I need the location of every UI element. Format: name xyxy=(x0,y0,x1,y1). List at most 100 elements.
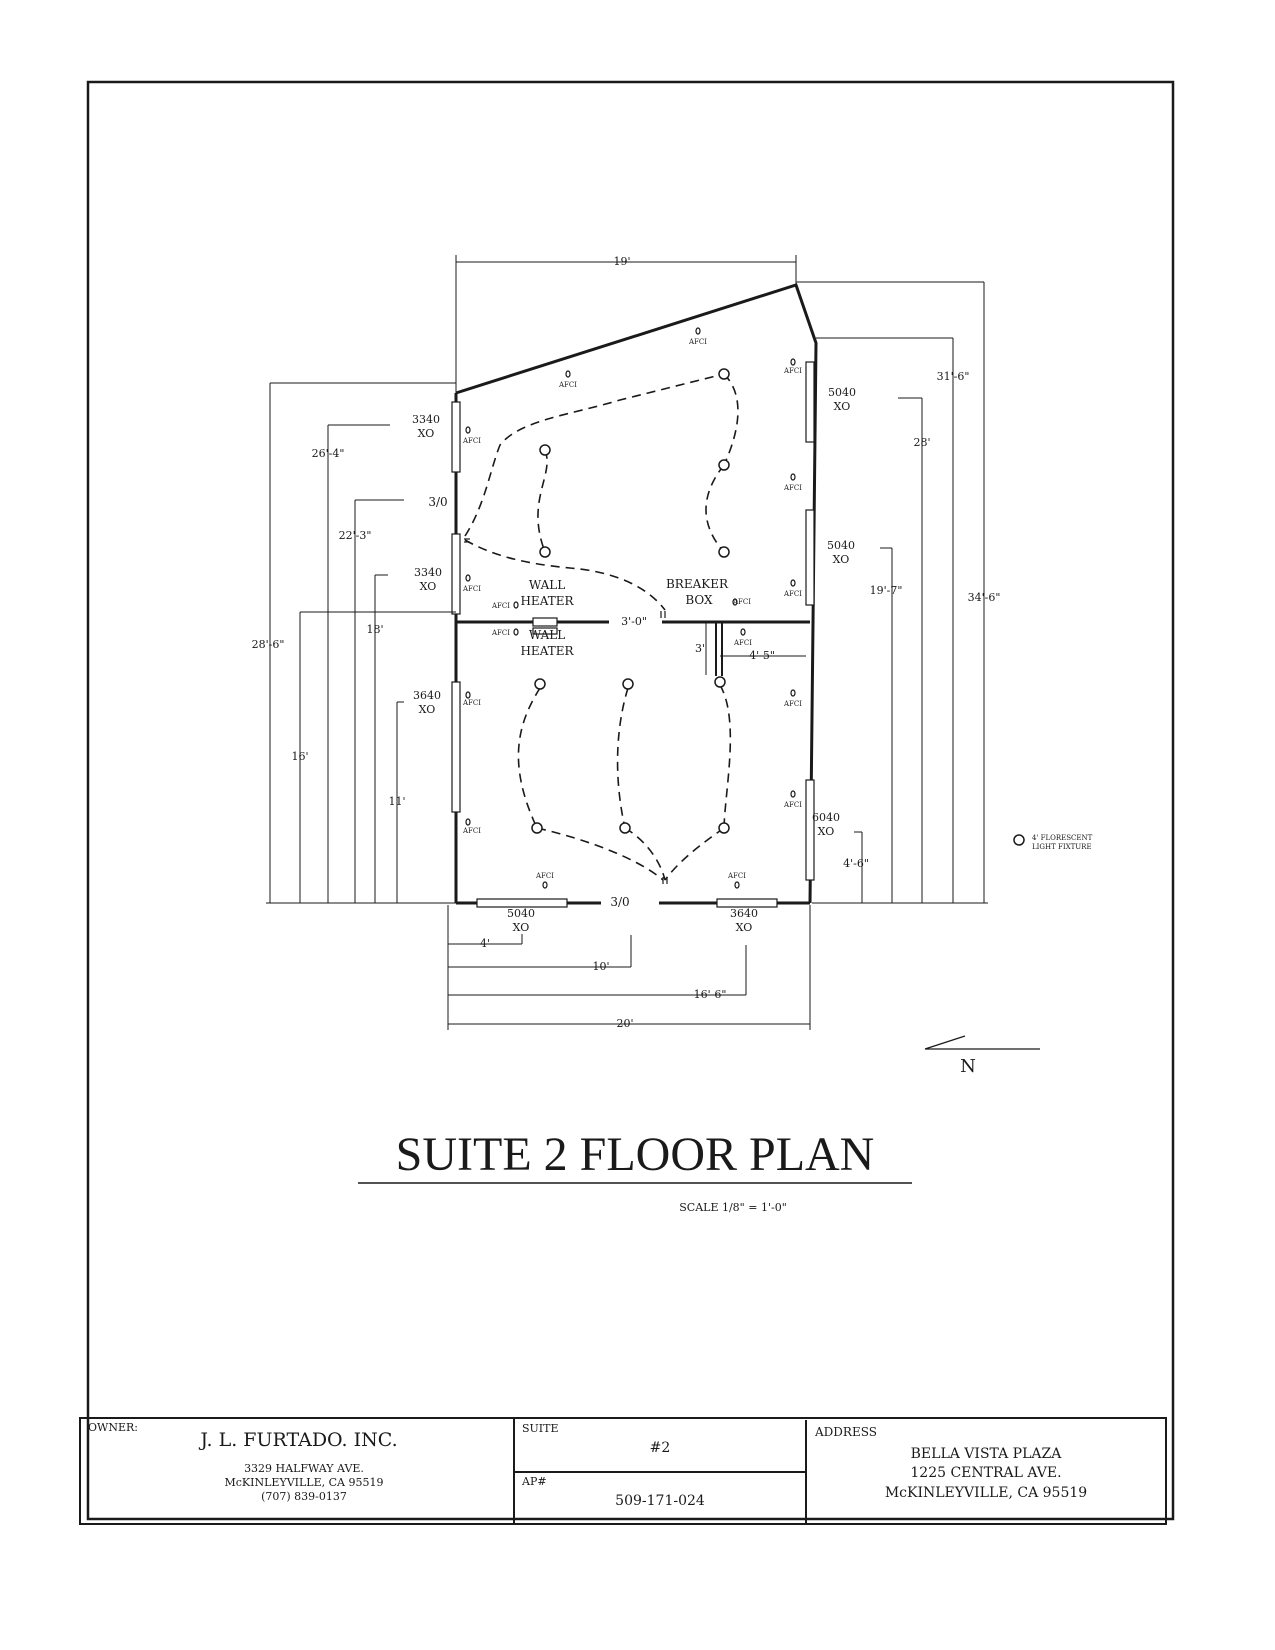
ap-value: 509-171-024 xyxy=(615,1493,705,1509)
address-label: ADDRESS xyxy=(814,1425,877,1439)
light-fixture xyxy=(539,444,551,456)
equipment-labels: WALL HEATER WALL HEATER BREAKER BOX xyxy=(520,577,729,658)
address-line-1: BELLA VISTA PLAZA xyxy=(911,1446,1063,1462)
dim-4-5: 4'-5" xyxy=(749,649,775,662)
wall-heater-label-bottom-2: HEATER xyxy=(520,644,574,658)
window-type: XO xyxy=(419,703,436,716)
window-markers xyxy=(451,361,815,908)
dimension-lines xyxy=(266,255,988,1030)
window-type: XO xyxy=(420,580,437,593)
owner-address-2: McKINLEYVILLE, CA 95519 xyxy=(225,1476,384,1489)
afci-label: AFCI xyxy=(783,484,802,492)
window-type: XO xyxy=(418,427,435,440)
dim-16-6: 16'-6" xyxy=(694,988,727,1001)
dimension-labels: 19' 20' 16'-6" 10' 4' 31'-6" 28' 34'-6" … xyxy=(252,255,1001,1030)
afci-label: AFCI xyxy=(783,700,802,708)
window-label: 6040 xyxy=(812,811,840,824)
switch-marks xyxy=(464,538,668,884)
wall-heater-label-top-2: HEATER xyxy=(520,594,574,608)
light-fixture xyxy=(534,678,546,690)
legend-light-icon xyxy=(1013,834,1025,846)
owner-name: J. L. FURTADO. INC. xyxy=(198,1429,397,1451)
dim-16: 16' xyxy=(291,750,308,763)
dim-31-6: 31'-6" xyxy=(937,370,970,383)
breaker-box-label: BREAKER xyxy=(666,577,729,591)
afci-label: AFCI xyxy=(462,699,481,707)
wall-heater-label-bottom: WALL xyxy=(529,628,565,642)
lighting-circuit xyxy=(464,373,739,881)
owner-phone: (707) 839-0137 xyxy=(261,1490,347,1503)
light-fixture xyxy=(718,546,730,558)
afci-label: AFCI xyxy=(462,827,481,835)
dim-22-3: 22'-3" xyxy=(339,529,372,542)
window-label: 3340 xyxy=(412,413,440,426)
wall-heater-label-top: WALL xyxy=(529,578,565,592)
afci-label: AFCI xyxy=(558,381,577,389)
dim-10: 10' xyxy=(592,960,609,973)
suite-label: SUITE xyxy=(522,1422,559,1435)
door-labels: 3/0 3/0 xyxy=(428,495,629,909)
building-walls xyxy=(454,283,818,905)
afci-label: AFCI xyxy=(535,872,554,880)
sheet-border xyxy=(86,80,1175,1521)
afci-label: AFCI xyxy=(462,437,481,445)
dim-28-6: 28'-6" xyxy=(252,638,285,651)
title-block xyxy=(79,1417,1167,1525)
dim-18: 18' xyxy=(366,623,383,636)
dim-11: 11' xyxy=(388,795,405,808)
light-fixture xyxy=(531,822,543,834)
north-label: N xyxy=(960,1056,976,1077)
title-block-text: OWNER: J. L. FURTADO. INC. 3329 HALFWAY … xyxy=(88,1421,1087,1509)
afci-label: AFCI xyxy=(462,585,481,593)
afci-label: AFCI xyxy=(733,639,752,647)
dim-19-7: 19'-7" xyxy=(870,584,903,597)
afci-label: AFCI xyxy=(783,590,802,598)
window-type: XO xyxy=(818,825,835,838)
light-fixture xyxy=(619,822,631,834)
plan-title: SUITE 2 FLOOR PLAN xyxy=(396,1128,875,1181)
light-fixture xyxy=(622,678,634,690)
dim-28: 28' xyxy=(913,436,930,449)
window-labels: 3340 XO 3340 XO 3640 XO 5040 XO 5040 XO … xyxy=(412,386,856,934)
address-line-2: 1225 CENTRAL AVE. xyxy=(910,1465,1061,1481)
dim-26-4: 26'-4" xyxy=(312,447,345,460)
dim-4-6: 4'-6" xyxy=(843,857,869,870)
afci-outlets xyxy=(465,327,796,889)
dim-bottom-width: 20' xyxy=(616,1017,633,1030)
window-label: 5040 xyxy=(828,386,856,399)
ap-label: AP# xyxy=(521,1475,547,1488)
legend: 4' FLORESCENT LIGHT FIXTURE xyxy=(1032,834,1093,851)
legend-line-1: 4' FLORESCENT xyxy=(1032,834,1093,842)
afci-labels: AFCI AFCI AFCI AFCI AFCI AFCI AFCI AFCI … xyxy=(462,338,802,880)
door-label: 3/0 xyxy=(428,495,447,509)
window-type: XO xyxy=(834,400,851,413)
window-type: XO xyxy=(833,553,850,566)
window-label: 5040 xyxy=(827,539,855,552)
afci-label: AFCI xyxy=(732,598,751,606)
window-label: 3640 xyxy=(413,689,441,702)
window-type: XO xyxy=(513,921,530,934)
afci-label: AFCI xyxy=(491,629,510,637)
light-fixtures xyxy=(531,368,1025,846)
dim-34-6: 34'-6" xyxy=(968,591,1001,604)
afci-label: AFCI xyxy=(727,872,746,880)
plan-scale: SCALE 1/8" = 1'-0" xyxy=(679,1201,787,1214)
afci-label: AFCI xyxy=(783,367,802,375)
light-fixture xyxy=(718,459,730,471)
dim-3-0: 3'-0" xyxy=(621,615,647,628)
window-type: XO xyxy=(736,921,753,934)
afci-label: AFCI xyxy=(783,801,802,809)
window-label: 5040 xyxy=(507,907,535,920)
dim-4: 4' xyxy=(480,937,490,950)
window-label: 3640 xyxy=(730,907,758,920)
legend-line-2: LIGHT FIXTURE xyxy=(1032,843,1092,851)
light-fixture xyxy=(718,368,730,380)
door-label: 3/0 xyxy=(610,895,629,909)
owner-label: OWNER: xyxy=(88,1421,138,1434)
suite-value: #2 xyxy=(650,1440,671,1456)
light-fixture xyxy=(718,822,730,834)
dim-top-width: 19' xyxy=(613,255,630,268)
north-arrow xyxy=(924,1035,1040,1050)
afci-label: AFCI xyxy=(491,602,510,610)
address-line-3: McKINLEYVILLE, CA 95519 xyxy=(885,1485,1087,1501)
